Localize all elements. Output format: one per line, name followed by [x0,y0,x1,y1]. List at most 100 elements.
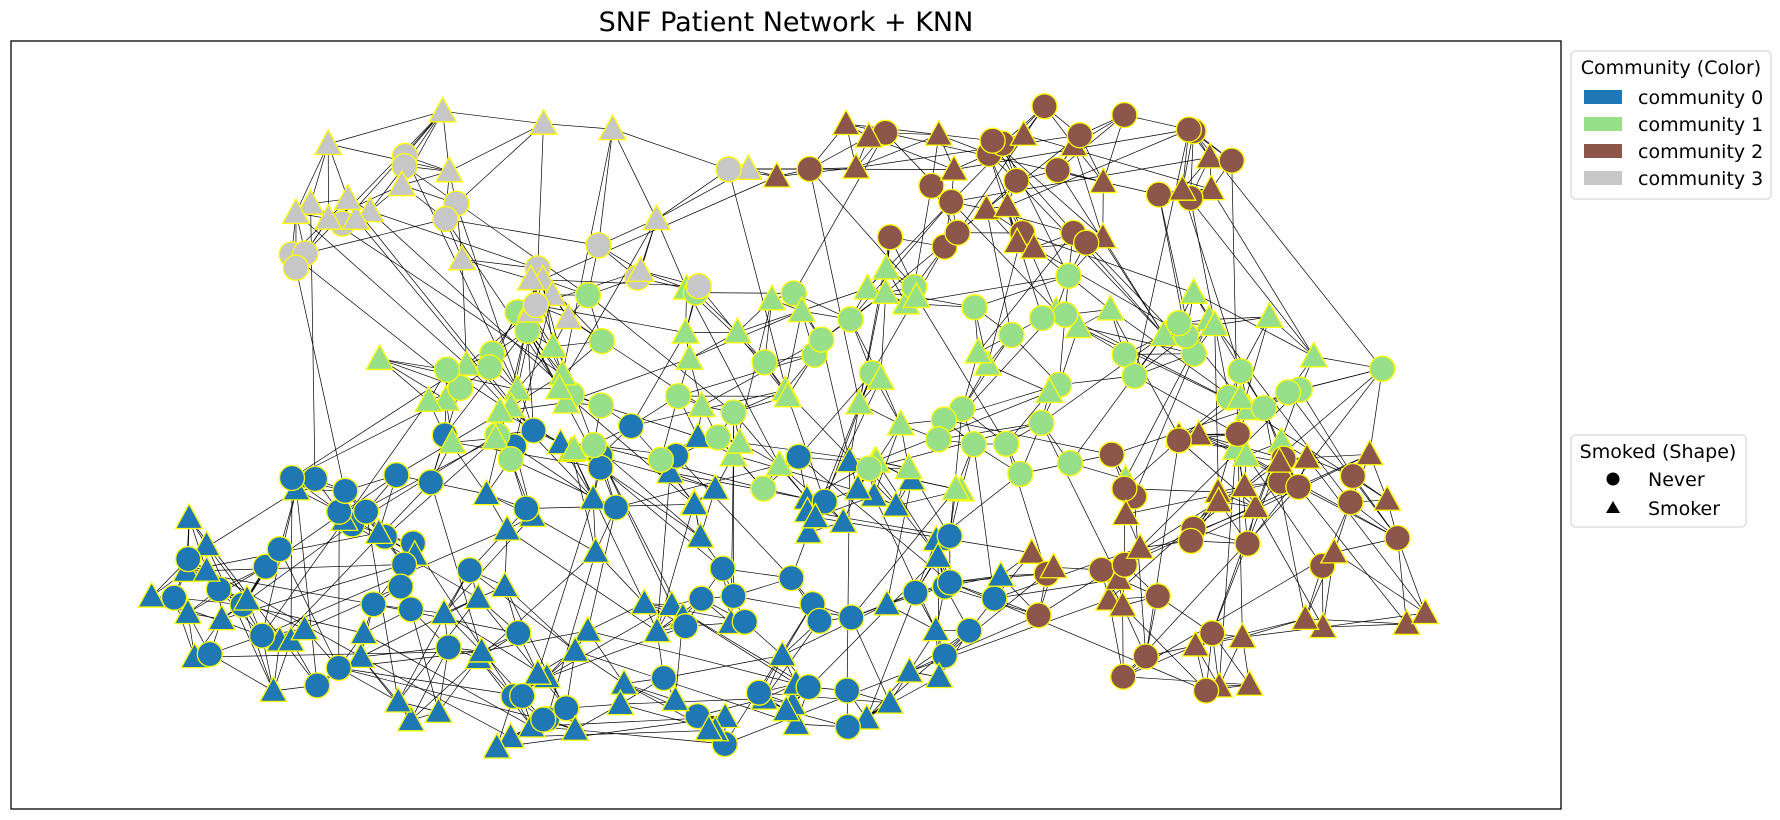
node-community-0-smoker [872,589,902,616]
edge [575,729,725,745]
edge [537,123,544,269]
node-community-0-never [795,673,822,701]
node-community-1-smoker [1254,301,1284,329]
node-community-2-smoker [1196,173,1226,201]
edge [291,364,467,479]
edge [873,495,937,631]
node-community-2-smoker [1241,491,1270,519]
node-community-1-smoker [1095,294,1125,321]
edge [279,549,340,669]
edge [1397,537,1407,624]
node-community-2-never [1132,643,1159,670]
node-community-0-never [931,642,958,669]
edge [206,545,274,692]
edge [338,667,523,697]
node-community-0-never [602,494,630,521]
node-community-1-smoker [481,422,510,450]
edge [1033,247,1187,337]
node-community-3-smoker [341,203,371,230]
node-community-2-smoker [854,121,884,148]
node-community-0-smoker [782,708,811,736]
node-community-1-smoker [725,427,755,454]
edge [443,613,548,678]
node-community-0-smoker [492,514,522,541]
node-community-0-smoker [467,636,496,663]
node-community-1-smoker [787,295,817,323]
node-community-1-smoker [365,343,395,371]
edge [798,372,873,458]
node-community-0-never [785,443,812,470]
edge [973,444,995,599]
node-community-0-smoker [364,517,394,544]
node-community-2-smoker [1319,537,1349,564]
node-community-1-smoker [559,434,589,461]
node-community-0-never [513,495,540,522]
node-community-2-never [1145,181,1173,208]
node-community-1-never [647,446,675,473]
node-community-2-never [1088,556,1115,584]
node-community-3-smoker [355,195,385,223]
edge [291,254,461,389]
edge [1002,143,1069,276]
edge [328,218,563,375]
node-community-1-smoker [544,372,574,400]
node-community-0-smoker [609,668,639,695]
edge [656,472,671,632]
node-community-0-smoker [424,696,453,724]
node-community-1-never [720,399,747,426]
node-community-1-never [856,455,883,482]
node-community-0-smoker [232,584,262,611]
edge [328,110,443,145]
legend-label-community-1: community 1 [1638,114,1763,136]
node-community-2-smoker [1019,232,1049,259]
edge [600,467,723,569]
node-community-0-smoker [835,445,864,473]
node-community-0-smoker [490,570,520,598]
node-community-0-smoker [192,555,222,582]
node-community-0-never [936,569,964,596]
edge [1369,368,1383,455]
edge [724,603,813,745]
node-community-1-never [1052,301,1079,328]
node-community-1-never [1227,357,1254,385]
node-community-3-smoker [447,243,477,271]
node-community-2-smoker [1195,142,1225,169]
edge [600,405,699,438]
legend-swatch-community-2 [1584,144,1622,158]
node-community-3-smoker [598,113,628,141]
edge [951,157,1210,203]
node-community-0-never [252,553,279,580]
node-community-2-never [979,127,1006,154]
node-community-1-never [588,328,616,355]
node-community-1-smoker [723,316,752,344]
edge [206,564,405,571]
node-community-0-never [745,679,773,706]
node-community-3-smoker [553,302,583,330]
edge [987,232,1023,365]
node-community-2-never [1285,473,1312,501]
node-community-2-never [1175,116,1203,143]
node-community-2-never [1066,122,1093,149]
node-community-2-smoker [1204,486,1233,513]
node-community-0-smoker [463,582,493,610]
edge [656,169,729,220]
edge [675,455,792,579]
chart-title: SNF Patient Network + KNN [599,7,974,38]
edge [347,198,534,431]
node-community-2-smoker [1125,532,1155,559]
node-community-0-never [520,417,547,444]
node-community-3-smoker [734,153,763,181]
node-community-0-smoker [346,641,376,668]
node-community-2-smoker [1088,166,1118,194]
node-community-0-smoker [828,506,858,534]
node-community-2-smoker [1292,442,1322,469]
edge [944,614,1039,656]
edge [615,464,780,508]
node-community-2-never [1031,93,1058,120]
node-community-2-never [1003,167,1030,194]
node-community-0-smoker [685,521,715,548]
node-community-0-never [248,622,276,649]
legend-label-smoker: Smoker [1648,498,1720,520]
edge [304,586,401,630]
